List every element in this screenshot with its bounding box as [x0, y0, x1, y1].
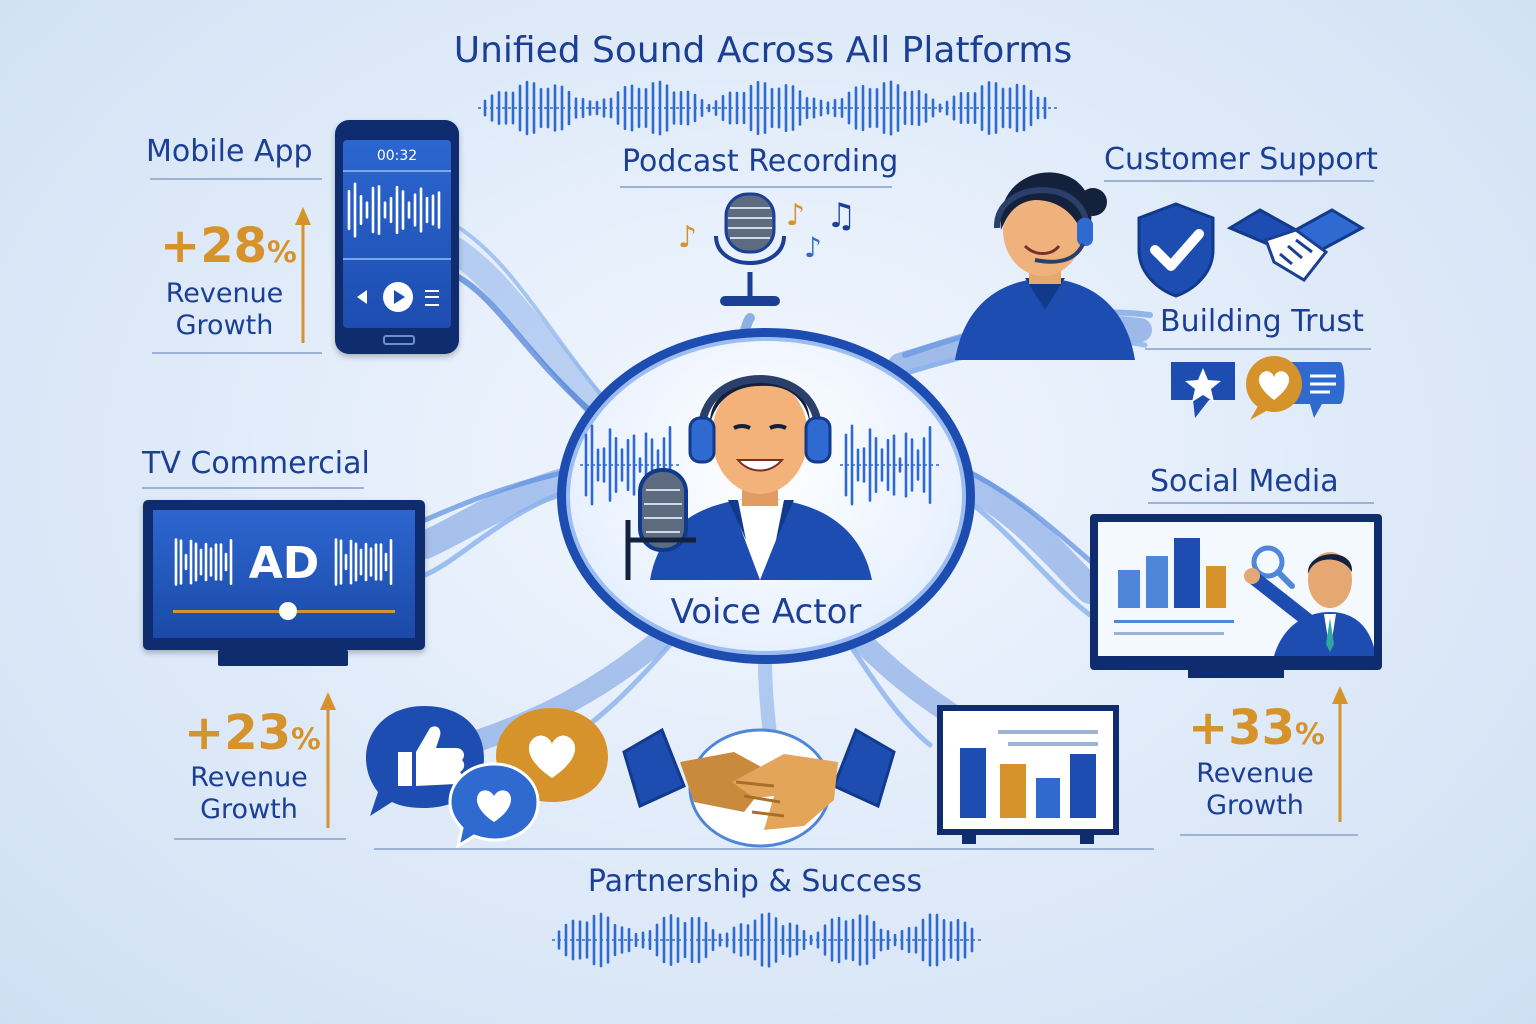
- heart-bubble-icon: [1246, 356, 1345, 420]
- menu-icon[interactable]: [425, 290, 439, 306]
- mobile-app-rule: [150, 178, 322, 180]
- mobile-phone: 00:32: [335, 120, 459, 354]
- partnership-handshake-icon: [622, 727, 896, 848]
- page-title: Unified Sound Across All Platforms: [453, 30, 1073, 71]
- tv-label: TV Commercial: [142, 446, 370, 481]
- tv-waveform-left-icon: [174, 538, 233, 586]
- presenter-avatar: [1244, 552, 1374, 656]
- title-waveform-icon: [478, 80, 1058, 136]
- social-monitor-stand: [1188, 670, 1284, 678]
- partnership-label: Partnership & Success: [587, 864, 923, 899]
- trust-label: Building Trust: [1160, 304, 1364, 339]
- support-rule: [1104, 180, 1374, 182]
- magnifier-icon: [1251, 545, 1295, 589]
- stat-mobile-value: +28%: [160, 218, 297, 274]
- tv-ad-text: AD: [248, 538, 320, 589]
- phone-time: 00:32: [376, 148, 418, 164]
- arrow-up-icon: [295, 207, 311, 343]
- star-bubble-icon: [1171, 362, 1235, 418]
- trust-rule: [1145, 348, 1371, 350]
- arrow-up-icon: [320, 692, 336, 828]
- svg-text:♪: ♪: [678, 220, 697, 255]
- tv-rule: [142, 487, 364, 489]
- stat-mobile-rule: [152, 352, 322, 354]
- stat-tv-value: +23%: [184, 705, 321, 761]
- podcast-rule: [620, 186, 892, 188]
- rewind-icon[interactable]: [357, 290, 367, 304]
- heart-bubble-blue-icon: [448, 762, 540, 850]
- tv-waveform-right-icon: [334, 538, 393, 586]
- stat-tv-rule: [174, 838, 346, 840]
- podcast-label: Podcast Recording: [622, 144, 899, 179]
- social-label: Social Media: [1150, 464, 1339, 499]
- tv-screen: AD: [143, 500, 425, 650]
- bottom-chart-board-icon: [937, 705, 1119, 844]
- svg-text:♫: ♫: [826, 196, 856, 236]
- bottom-waveform-icon: [552, 912, 982, 968]
- shield-check-icon: [1137, 202, 1215, 298]
- play-icon[interactable]: [383, 282, 413, 312]
- tv-progress-knob[interactable]: [279, 602, 297, 620]
- handshake-icon: [1226, 208, 1366, 282]
- center-waveform-right-icon: [840, 424, 940, 506]
- bar-chart-icon: [1118, 538, 1226, 608]
- social-monitor: [1090, 514, 1382, 670]
- svg-text:♪: ♪: [804, 231, 822, 264]
- social-rule: [1148, 502, 1374, 504]
- svg-text:♪: ♪: [786, 198, 805, 233]
- support-agent-headset-icon: [955, 172, 1135, 360]
- partnership-rule: [374, 848, 1154, 850]
- tv-stand: [218, 650, 348, 666]
- music-notes-icon: ♪ ♪ ♪ ♫: [678, 196, 856, 264]
- voice-actor-label: Voice Actor: [670, 592, 862, 632]
- voice-actor-avatar: [625, 375, 872, 580]
- stat-social-value: +33%: [1188, 700, 1325, 756]
- support-label: Customer Support: [1104, 142, 1378, 177]
- arrow-up-icon: [1332, 686, 1348, 822]
- microphone-icon: [714, 192, 786, 306]
- phone-waveform-icon: [347, 182, 441, 238]
- stat-social-rule: [1180, 834, 1358, 836]
- mobile-app-label: Mobile App: [146, 134, 313, 169]
